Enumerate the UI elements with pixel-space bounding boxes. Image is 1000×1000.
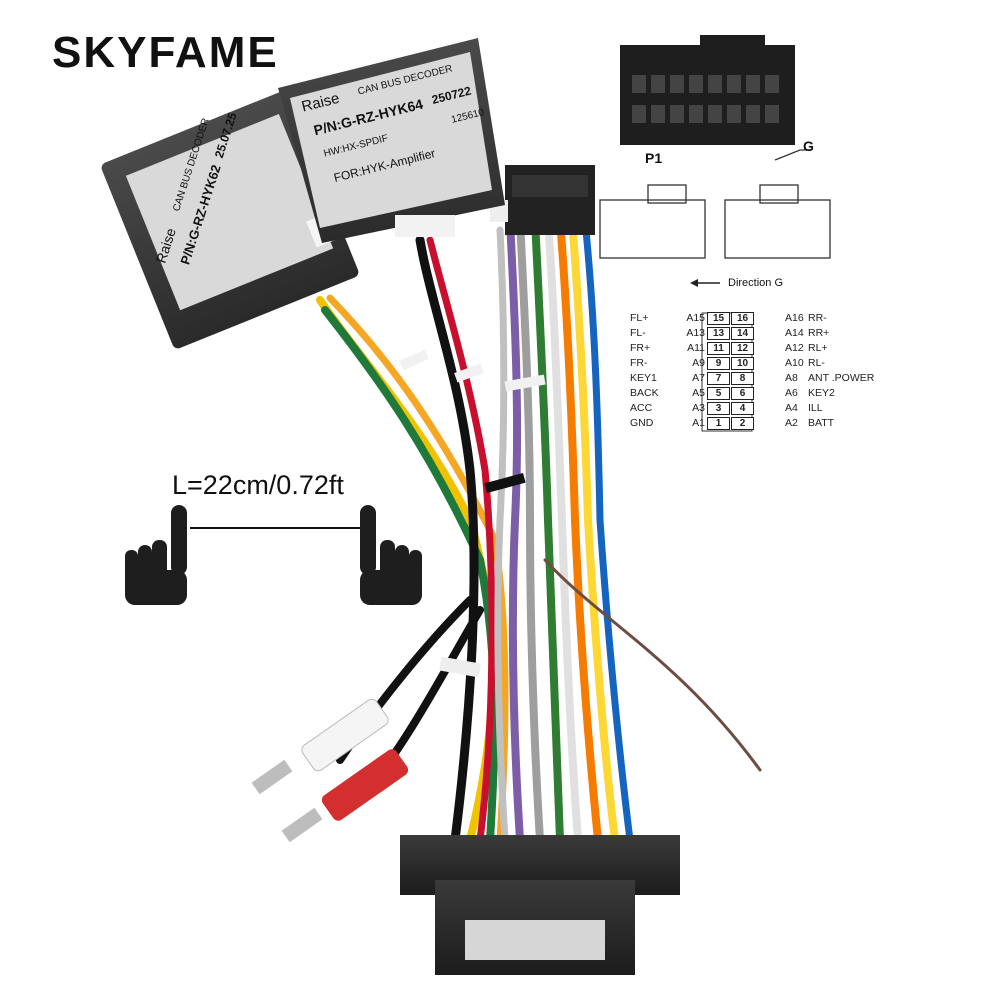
pin-left-code: A13 xyxy=(686,327,705,339)
pin-left-number: 7 xyxy=(707,372,730,385)
pin-left-number: 15 xyxy=(707,312,730,325)
pin-right-name: RL+ xyxy=(808,342,828,354)
pin-right-number: 12 xyxy=(731,342,754,355)
length-label: L=22cm/0.72ft xyxy=(172,470,344,500)
pin-left-name: FL+ xyxy=(630,312,649,324)
brand-logo: SKYFAME xyxy=(52,28,279,77)
pin-right-code: A14 xyxy=(785,327,804,339)
pin-right-code: A16 xyxy=(785,312,804,324)
direction-label: Direction G xyxy=(728,277,784,289)
pin-right-code: A12 xyxy=(785,342,804,354)
connector-drawing xyxy=(599,35,831,287)
decoder-right-hw: HW:HX-SPDIF xyxy=(322,133,390,160)
pin-right-name: ANT .POWER xyxy=(808,372,875,384)
pin-left-code: A3 xyxy=(692,402,705,414)
pin-left-code: A15 xyxy=(686,312,705,324)
pin-right-number: 10 xyxy=(731,357,754,370)
pin-right-name: RR- xyxy=(808,312,827,324)
pin-left-number: 1 xyxy=(707,417,730,430)
rca-red-plug xyxy=(281,749,409,843)
pin-right-code: A10 xyxy=(785,357,804,369)
pin-left-number: 11 xyxy=(707,342,730,355)
pin-right-code: A2 xyxy=(785,417,798,429)
pin-right-name: BATT xyxy=(808,417,835,429)
pin-right-code: A8 xyxy=(785,372,798,384)
pin-left-number: 5 xyxy=(707,387,730,400)
pin-left-name: FR- xyxy=(630,357,648,369)
can-decoder-right xyxy=(278,38,505,243)
pin-left-number: 13 xyxy=(707,327,730,340)
pin-left-code: A11 xyxy=(687,342,705,354)
connector-p1-label: P1 xyxy=(645,150,663,166)
pin-left-code: A7 xyxy=(692,372,705,384)
pin-right-name: RR+ xyxy=(808,327,830,339)
pin-left-name: FL- xyxy=(630,327,646,339)
pin-right-name: RL- xyxy=(808,357,825,369)
decoder-right-date: 250722 xyxy=(430,83,473,107)
pin-right-number: 8 xyxy=(731,372,754,385)
pin-left-name: KEY1 xyxy=(630,372,657,384)
pin-right-number: 2 xyxy=(731,417,754,430)
pin-left-code: A1 xyxy=(692,417,705,429)
pin-left-code: A9 xyxy=(692,357,705,369)
pin-right-number: 6 xyxy=(731,387,754,400)
pin-left-name: ACC xyxy=(630,402,653,414)
pin-right-number: 14 xyxy=(731,327,754,340)
main-connector xyxy=(400,835,680,975)
pin-right-name: KEY2 xyxy=(808,387,835,399)
pin-left-name: BACK xyxy=(630,387,659,399)
pin-right-name: ILL xyxy=(808,402,823,414)
pin-right-number: 4 xyxy=(731,402,754,415)
rca-white-plug xyxy=(251,698,389,795)
pin-right-code: A4 xyxy=(785,402,798,414)
pin-right-number: 16 xyxy=(731,312,754,325)
hand-left-icon xyxy=(125,505,187,605)
top-connector xyxy=(490,165,595,235)
pin-left-name: FR+ xyxy=(630,342,651,354)
can-decoder-left xyxy=(101,91,359,349)
decoder-left-date: 25.07.25 xyxy=(211,110,240,160)
hand-right-icon xyxy=(360,505,422,605)
connector-g-label: G xyxy=(803,138,814,154)
pin-left-code: A5 xyxy=(692,387,705,399)
pin-left-number: 3 xyxy=(707,402,730,415)
zip-ties xyxy=(399,349,546,678)
decoder-right-serial: 125610 xyxy=(450,107,486,126)
pin-left-number: 9 xyxy=(707,357,730,370)
pin-right-code: A6 xyxy=(785,387,798,399)
pin-left-name: GND xyxy=(630,417,654,429)
